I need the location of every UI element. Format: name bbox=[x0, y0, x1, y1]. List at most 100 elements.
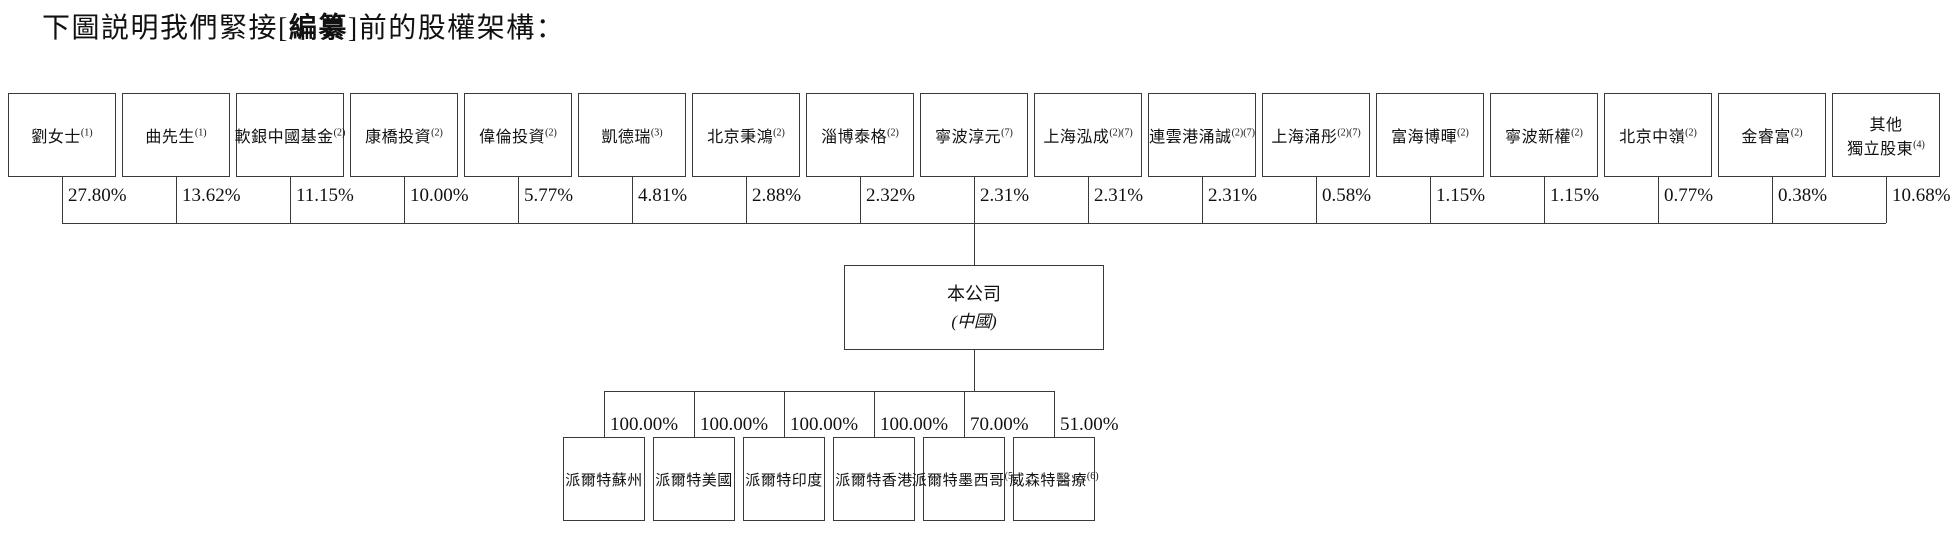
shareholder-box: 淄博泰格(2) bbox=[806, 93, 914, 177]
shareholder-connector bbox=[974, 177, 975, 223]
shareholder-box: 北京中嶺(2) bbox=[1604, 93, 1712, 177]
footnote-marker: (2) bbox=[333, 127, 346, 139]
footnote-marker: (4) bbox=[1913, 139, 1925, 151]
entity-name: 凱德瑞 bbox=[601, 129, 651, 146]
shareholder-connector bbox=[1772, 177, 1773, 223]
entity-name: 富海博暉 bbox=[1391, 129, 1458, 146]
footnote-marker: (2)(7) bbox=[1337, 127, 1361, 139]
entity-name: 寧波新權 bbox=[1505, 129, 1572, 146]
company-connector bbox=[974, 223, 975, 265]
subsidiary-box: 威森特醫療(6) bbox=[1009, 437, 1099, 521]
entity-label: 其他 獨立股東(4) bbox=[1847, 111, 1925, 159]
entity-label: 威森特醫療(6) bbox=[1009, 469, 1098, 490]
footnote-marker: (2) bbox=[1571, 127, 1583, 139]
footnote-marker: (1) bbox=[194, 127, 207, 139]
ownership-percentage: 0.58% bbox=[1322, 185, 1372, 206]
title-bracket-open: [ bbox=[278, 13, 289, 44]
shareholder-box: 上海涌彤(2)(7) bbox=[1262, 93, 1370, 177]
subsidiary-connector bbox=[784, 391, 785, 437]
ownership-percentage: 0.77% bbox=[1664, 185, 1714, 206]
entity-name: 連雲港涌誠 bbox=[1149, 129, 1232, 146]
shareholder-connector bbox=[1430, 177, 1431, 223]
ownership-percentage: 2.31% bbox=[1094, 185, 1144, 206]
shareholder-box: 富海博暉(2) bbox=[1376, 93, 1484, 177]
shareholder-box: 凱德瑞(3) bbox=[578, 93, 686, 177]
ownership-percentage: 70.00% bbox=[970, 414, 1029, 435]
entity-label: 北京秉鴻(2) bbox=[707, 123, 785, 147]
entity-label: 上海泓成(2)(7) bbox=[1043, 123, 1132, 147]
footnote-marker: (2)(7) bbox=[1231, 127, 1255, 139]
ownership-percentage: 2.31% bbox=[1208, 185, 1258, 206]
entity-name: 軟銀中國基金 bbox=[234, 129, 334, 146]
shareholder-box: 康橋投資(2) bbox=[350, 93, 458, 177]
shareholder-connector bbox=[746, 177, 747, 223]
shareholder-connector bbox=[1202, 177, 1203, 223]
footnote-marker: (2)(7) bbox=[1109, 127, 1133, 139]
shareholder-connector bbox=[290, 177, 291, 223]
entity-label: 連雲港涌誠(2)(7) bbox=[1149, 123, 1255, 147]
shareholder-box: 寧波新權(2) bbox=[1490, 93, 1598, 177]
ownership-percentage: 4.81% bbox=[638, 185, 688, 206]
ownership-percentage: 100.00% bbox=[700, 414, 769, 435]
shareholder-connector bbox=[1658, 177, 1659, 223]
shareholder-box: 上海泓成(2)(7) bbox=[1034, 93, 1142, 177]
shareholder-connector bbox=[62, 177, 63, 223]
shareholder-box: 金睿富(2) bbox=[1718, 93, 1826, 177]
ownership-percentage: 0.38% bbox=[1778, 185, 1828, 206]
shareholder-connector bbox=[1088, 177, 1089, 223]
ownership-percentage: 1.15% bbox=[1436, 185, 1486, 206]
footnote-marker: (2) bbox=[1457, 127, 1469, 139]
entity-label: 偉倫投資(2) bbox=[479, 123, 557, 147]
entity-label: 富海博暉(2) bbox=[1391, 123, 1469, 147]
footnote-marker: (2) bbox=[1790, 127, 1803, 139]
footnote-marker: (2) bbox=[773, 127, 785, 139]
subsidiary-box: 派爾特印度 bbox=[743, 437, 825, 521]
shareholder-box: 北京秉鴻(2) bbox=[692, 93, 800, 177]
shareholder-box: 偉倫投資(2) bbox=[464, 93, 572, 177]
subsidiary-connector bbox=[1054, 391, 1055, 437]
ownership-percentage: 1.15% bbox=[1550, 185, 1600, 206]
subsidiary-box: 派爾特蘇州 bbox=[563, 437, 645, 521]
subsidiary-connector bbox=[874, 391, 875, 437]
entity-label: 派爾特蘇州 bbox=[565, 469, 643, 490]
page-title: 下圖説明我們緊接[編纂]前的股權架構： bbox=[42, 6, 565, 46]
company-connector bbox=[974, 350, 975, 391]
subsidiary-box: 派爾特墨西哥(5) bbox=[912, 437, 1016, 521]
entity-label: 本公司 (中國) bbox=[947, 281, 1001, 335]
shareholder-connector bbox=[632, 177, 633, 223]
company-box: 本公司 (中國) bbox=[844, 265, 1104, 350]
ownership-percentage: 11.15% bbox=[296, 185, 354, 206]
shareholder-connector bbox=[404, 177, 405, 223]
footnote-marker: (2) bbox=[431, 127, 443, 139]
shareholder-connector bbox=[176, 177, 177, 223]
entity-label: 派爾特香港 bbox=[835, 469, 913, 490]
shareholder-box: 連雲港涌誠(2)(7) bbox=[1148, 93, 1256, 177]
subsidiary-box: 派爾特美國 bbox=[653, 437, 735, 521]
entity-name: 其他 獨立股東 bbox=[1847, 117, 1914, 158]
entity-name: 派爾特蘇州 bbox=[565, 472, 643, 489]
entity-name: 寧波淳元 bbox=[935, 129, 1002, 146]
entity-name: 派爾特墨西哥 bbox=[911, 472, 1005, 489]
entity-name: 金睿富 bbox=[1741, 129, 1791, 146]
entity-name: 上海涌彤 bbox=[1271, 129, 1338, 146]
entity-label: 曲先生(1) bbox=[145, 123, 206, 147]
ownership-percentage: 100.00% bbox=[880, 414, 949, 435]
shareholder-box: 劉女士(1) bbox=[8, 93, 116, 177]
entity-label: 寧波新權(2) bbox=[1505, 123, 1583, 147]
entity-name: 北京秉鴻 bbox=[707, 129, 774, 146]
entity-label: 派爾特印度 bbox=[745, 469, 823, 490]
entity-name: 上海泓成 bbox=[1043, 129, 1110, 146]
ownership-percentage: 2.31% bbox=[980, 185, 1030, 206]
ownership-percentage: 51.00% bbox=[1060, 414, 1119, 435]
entity-label: 派爾特美國 bbox=[655, 469, 733, 490]
footnote-marker: (1) bbox=[80, 127, 93, 139]
entity-label: 派爾特墨西哥(5) bbox=[912, 469, 1017, 490]
title-redacted-term: 編纂 bbox=[288, 13, 348, 44]
ownership-percentage: 100.00% bbox=[610, 414, 679, 435]
entity-label: 軟銀中國基金(2) bbox=[235, 123, 346, 147]
footnote-marker: (2) bbox=[545, 127, 557, 139]
entity-label: 北京中嶺(2) bbox=[1619, 123, 1697, 147]
entity-name: 淄博泰格 bbox=[821, 129, 888, 146]
entity-name: 威森特醫療 bbox=[1009, 472, 1087, 489]
